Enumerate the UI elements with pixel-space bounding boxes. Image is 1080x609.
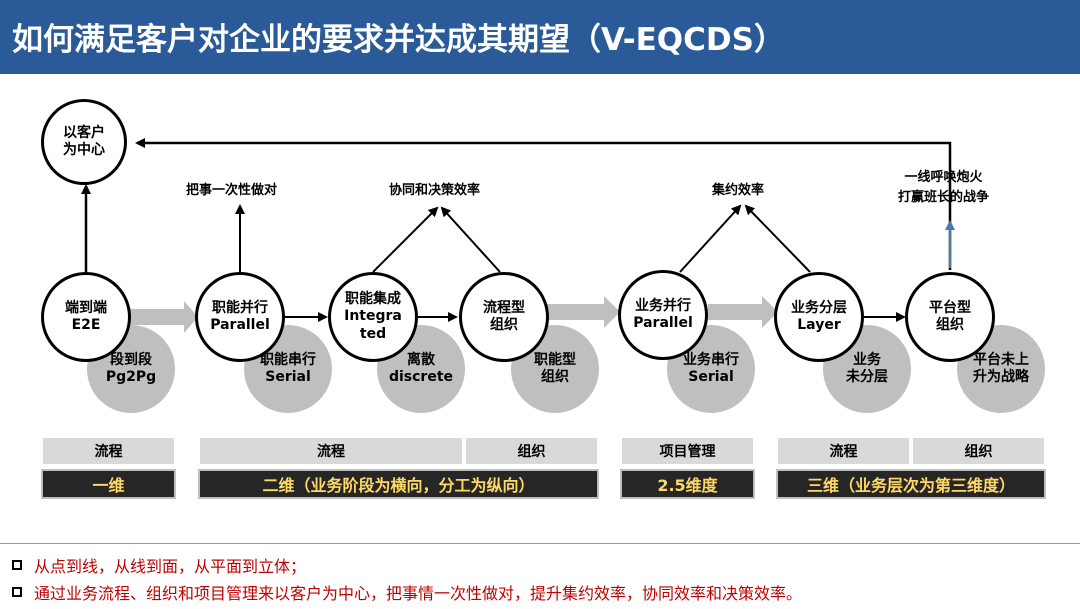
node-business-parallel-line2: Parallel [633,315,693,331]
node-process-org-line2: 组织 [490,317,518,333]
footer-text-2: 通过业务流程、组织和项目管理来以客户为中心，把事情一次性做对，提升集约效率，协同… [34,584,803,603]
footer-text-1: 从点到线，从线到面，从平面到立体； [34,557,307,576]
gray-arrow-2 [546,296,620,328]
title-bar: 如何满足客户对企业的要求并达成其期望（V-EQCDS） [0,0,1080,74]
node-process-org: 流程型 组织 [459,272,549,362]
customer-center-circle: 以客户 为中心 [41,99,127,185]
header-org-2: 组织 [913,438,1044,464]
dimension-1d: 一维 [41,469,176,499]
dimension-2-5d: 2.5维度 [620,469,755,499]
node-e2e: 端到端 E2E [41,272,131,362]
node-platform-org: 平台型 组织 [905,272,995,362]
header-org-1: 组织 [466,438,597,464]
header-process-2: 流程 [200,438,462,464]
node-platform-org-line1: 平台型 [929,299,971,316]
node-business-serial-line1: 业务串行 [683,351,739,368]
node-business-serial-line2: Serial [688,369,734,385]
header-process-1: 流程 [43,438,174,464]
node-process-org-line1: 流程型 [483,299,525,316]
footer-bullet-2: 通过业务流程、组织和项目管理来以客户为中心，把事情一次性做对，提升集约效率，协同… [12,580,802,604]
node-platform-org-line2: 组织 [936,317,964,333]
collab-goal-label: 协同和决策效率 [389,183,481,198]
page-title: 如何满足客户对企业的要求并达成其期望（V-EQCDS） [12,22,785,58]
node-parallel: 职能并行 Parallel [195,272,285,362]
frontline-line2: 打赢班长的战争 [898,189,990,205]
node-platform-not-strategy-line2: 升为战略 [973,369,1029,385]
node-platform-not-strategy-line1: 平台未上 [973,351,1029,368]
node-integrated-line2: Integra [344,308,402,325]
node-discrete-line2: discrete [388,369,454,385]
frontline-label: 一线呼唤炮火 打赢班长的战争 [898,168,989,207]
node-serial-line2: Serial [265,369,311,385]
frontline-line1: 一线呼唤炮火 [904,170,983,185]
header-project-mgmt: 项目管理 [622,438,753,464]
collab-arrow-left [372,206,439,273]
node-business-parallel: 业务并行 Parallel [618,270,708,360]
dimension-3d: 三维（业务层次为第三维度） [776,469,1046,499]
node-functional-org-line2: 组织 [541,369,569,385]
bullet-square-icon [12,587,22,597]
node-layer-line1: 业务分层 [791,299,847,316]
gray-arrow-3 [708,296,778,328]
node-parallel-line1: 职能并行 [212,299,268,316]
node-pg2pg-line2: Pg2Pg [105,369,157,385]
node-serial-line1: 职能串行 [260,351,316,368]
feedback-line [135,138,952,270]
node-integrated: 职能集成 Integra ted [328,272,418,362]
node-no-layer-line2: 未分层 [846,369,888,385]
node-integrated-line3: ted [359,325,387,342]
collab-arrow-right [440,206,501,273]
node-business-parallel-line1: 业务并行 [635,297,691,314]
bullet-square-icon [12,560,22,570]
intensive-arrow-left [679,204,742,273]
node-parallel-line2: Parallel [210,317,270,333]
node-e2e-line1: 端到端 [65,299,107,316]
node-pg2pg: 段到段 Pg2Pg [87,325,175,413]
footer-bullet-1: 从点到线，从线到面，从平面到立体； [12,553,306,577]
intensive-arrow-right [744,204,811,273]
node-pg2pg-line1: 段到段 [110,351,152,368]
node-layer-line2: Layer [797,317,841,333]
footer-notes: 从点到线，从线到面，从平面到立体； 通过业务流程、组织和项目管理来以客户为中心，… [0,543,1080,609]
node-discrete-line1: 离散 [407,351,435,368]
intensive-goal-label: 集约效率 [712,183,765,198]
serial-goal-label: 把事一次性做对 [186,183,278,198]
node-e2e-line2: E2E [71,317,101,333]
node-no-layer-line1: 业务 [853,351,881,368]
dimension-2d: 二维（业务阶段为横向，分工为纵向） [198,469,599,499]
node-integrated-line1: 职能集成 [345,290,401,307]
gray-arrow-1 [126,301,198,333]
node-functional-org-line1: 职能型 [534,351,576,368]
header-process-3: 流程 [778,438,909,464]
customer-line2: 为中心 [63,142,105,158]
customer-line1: 以客户 [63,124,105,141]
node-layer: 业务分层 Layer [774,272,864,362]
